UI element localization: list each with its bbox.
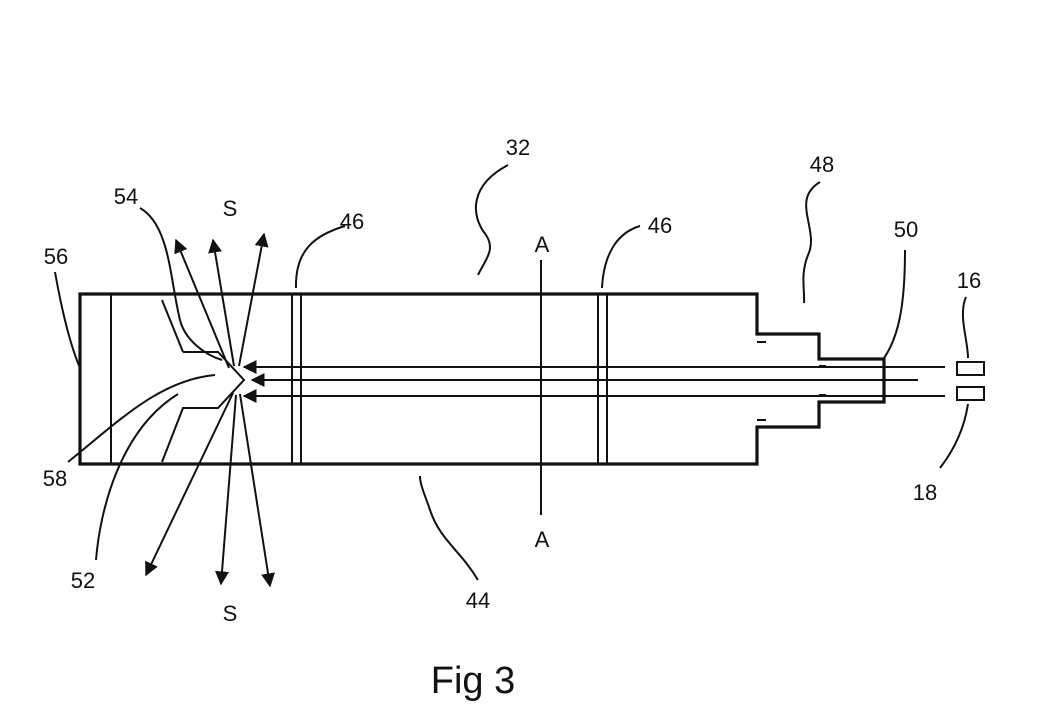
housing-outline (78, 292, 886, 466)
leader-44 (419, 475, 479, 581)
label-52: 52 (71, 568, 95, 593)
leader-48 (802, 181, 821, 304)
label-54: 54 (114, 184, 138, 209)
label-a-top: A (535, 232, 550, 257)
leader-58 (67, 374, 216, 463)
scatter-ray-down-3 (239, 393, 275, 588)
sensor-18 (956, 386, 985, 401)
reflector-upper-edge (161, 299, 184, 353)
scatter-ray-down-2 (215, 394, 237, 586)
leader-50 (883, 249, 906, 359)
label-s-top: S (223, 196, 238, 221)
label-50: 50 (894, 217, 918, 242)
scatter-ray-down-1 (145, 392, 234, 577)
leader-52 (95, 393, 179, 561)
scatter-ray-up-2 (208, 238, 235, 367)
label-48: 48 (810, 152, 834, 177)
scatter-ray-up-3 (238, 232, 269, 367)
leader-18 (939, 403, 969, 469)
label-16: 16 (957, 268, 981, 293)
label-a-bottom: A (535, 527, 550, 552)
label-56: 56 (44, 244, 68, 269)
leader-46-right (601, 225, 641, 289)
sensor-16 (956, 361, 985, 376)
leader-16 (961, 296, 969, 359)
label-58: 58 (43, 466, 67, 491)
leader-32 (474, 164, 509, 276)
label-46-left: 46 (340, 209, 364, 234)
label-32: 32 (506, 135, 530, 160)
figure-caption: Fig 3 (431, 660, 515, 702)
leader-56 (54, 271, 81, 369)
leader-46-left (294, 225, 346, 289)
label-44: 44 (466, 588, 490, 613)
scatter-ray-up-1 (174, 238, 230, 369)
label-18: 18 (913, 480, 937, 505)
reflector-element (161, 351, 246, 463)
leader-54 (139, 207, 223, 361)
label-s-bottom: S (223, 601, 238, 626)
label-46-right: 46 (648, 213, 672, 238)
